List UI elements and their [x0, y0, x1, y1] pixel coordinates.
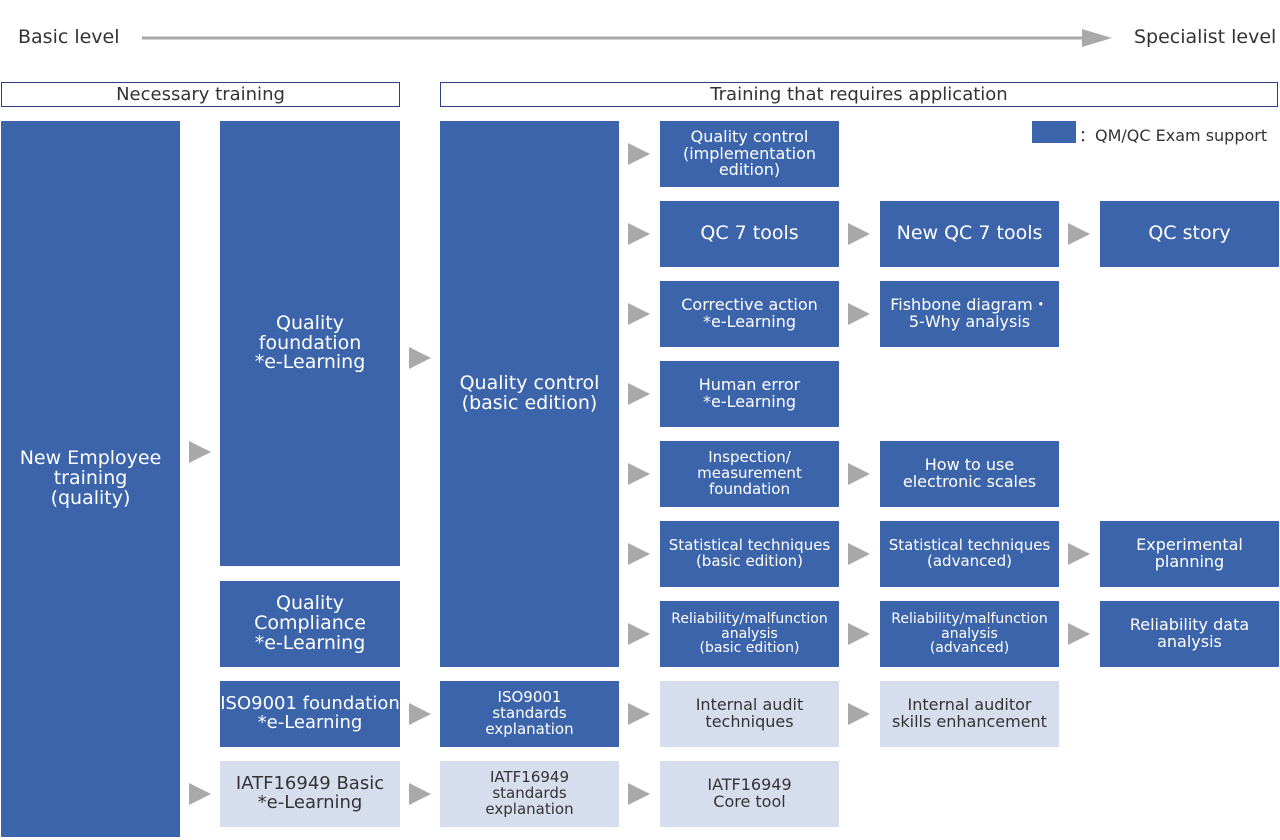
arrow-to-internal-auditor-skills — [848, 703, 870, 725]
internal-audit-techniques-box: Internal audit techniques — [660, 681, 839, 747]
qc-story-box: QC story — [1100, 201, 1279, 267]
application-training-header: Training that requires application — [440, 82, 1278, 107]
arrow-to-iatf-core-tool — [628, 783, 650, 805]
arrow-to-qc-story — [1068, 223, 1090, 245]
arrow-to-human-error — [628, 383, 650, 405]
arrow-to-internal-audit-tech — [628, 703, 650, 725]
quality-control-implementation-box: Quality control (implementation edition) — [660, 121, 839, 187]
arrow-new-employee-to-iatf-basic — [189, 783, 211, 805]
fishbone-5why-box: Fishbone diagram・ 5-Why analysis — [880, 281, 1059, 347]
qc-7-tools-box: QC 7 tools — [660, 201, 839, 267]
arrow-to-qc-implementation — [628, 143, 650, 165]
arrow-to-fishbone — [848, 303, 870, 325]
quality-control-basic-box: Quality control (basic edition) — [440, 121, 619, 667]
human-error-box: Human error *e-Learning — [660, 361, 839, 427]
arrow-iso-foundation-to-standards — [409, 703, 431, 725]
arrow-new-employee-to-foundation — [189, 441, 211, 463]
quality-foundation-box: Quality foundation *e-Learning — [220, 121, 400, 566]
reliability-data-analysis-box: Reliability data analysis — [1100, 601, 1279, 667]
legend-label: ：QM/QC Exam support — [1079, 126, 1268, 145]
electronic-scales-box: How to use electronic scales — [880, 441, 1059, 507]
statistical-techniques-advanced-box: Statistical techniques (advanced) — [880, 521, 1059, 587]
internal-auditor-skills-box: Internal auditor skills enhancement — [880, 681, 1059, 747]
corrective-action-box: Corrective action *e-Learning — [660, 281, 839, 347]
arrow-to-reliability-advanced — [848, 623, 870, 645]
arrow-to-inspection — [628, 463, 650, 485]
legend-swatch — [1032, 121, 1076, 143]
arrow-to-reliability-data — [1068, 623, 1090, 645]
iatf16949-core-tool-box: IATF16949 Core tool — [660, 761, 839, 827]
necessary-training-header: Necessary training — [1, 82, 400, 107]
arrow-to-stat-basic — [628, 543, 650, 565]
iatf16949-basic-box: IATF16949 Basic *e-Learning — [220, 761, 400, 827]
new-qc-7-tools-box: New QC 7 tools — [880, 201, 1059, 267]
quality-compliance-box: Quality Compliance *e-Learning — [220, 581, 400, 667]
specialist-level-label: Specialist level — [1134, 26, 1277, 48]
reliability-basic-box: Reliability/malfunction analysis (basic … — [660, 601, 839, 667]
arrow-to-reliability-basic — [628, 623, 650, 645]
statistical-techniques-basic-box: Statistical techniques (basic edition) — [660, 521, 839, 587]
arrow-to-experimental-planning — [1068, 543, 1090, 565]
arrow-foundation-to-qc-basic — [409, 347, 431, 369]
iso9001-foundation-box: ISO9001 foundation *e-Learning — [220, 681, 400, 747]
iso9001-standards-box: ISO9001 standards explanation — [440, 681, 619, 747]
level-progression-arrow — [142, 29, 1112, 47]
arrow-to-new-qc7-tools — [848, 223, 870, 245]
new-employee-training-box: New Employee training (quality) — [1, 121, 180, 837]
arrow-to-qc7-tools — [628, 223, 650, 245]
experimental-planning-box: Experimental planning — [1100, 521, 1279, 587]
arrow-to-corrective-action — [628, 303, 650, 325]
arrow-iatf-basic-to-standards — [409, 783, 431, 805]
arrow-to-stat-advanced — [848, 543, 870, 565]
inspection-measurement-box: Inspection/ measurement foundation — [660, 441, 839, 507]
reliability-advanced-box: Reliability/malfunction analysis (advanc… — [880, 601, 1059, 667]
iatf16949-standards-box: IATF16949 standards explanation — [440, 761, 619, 827]
arrow-to-electronic-scales — [848, 463, 870, 485]
basic-level-label: Basic level — [18, 26, 120, 48]
